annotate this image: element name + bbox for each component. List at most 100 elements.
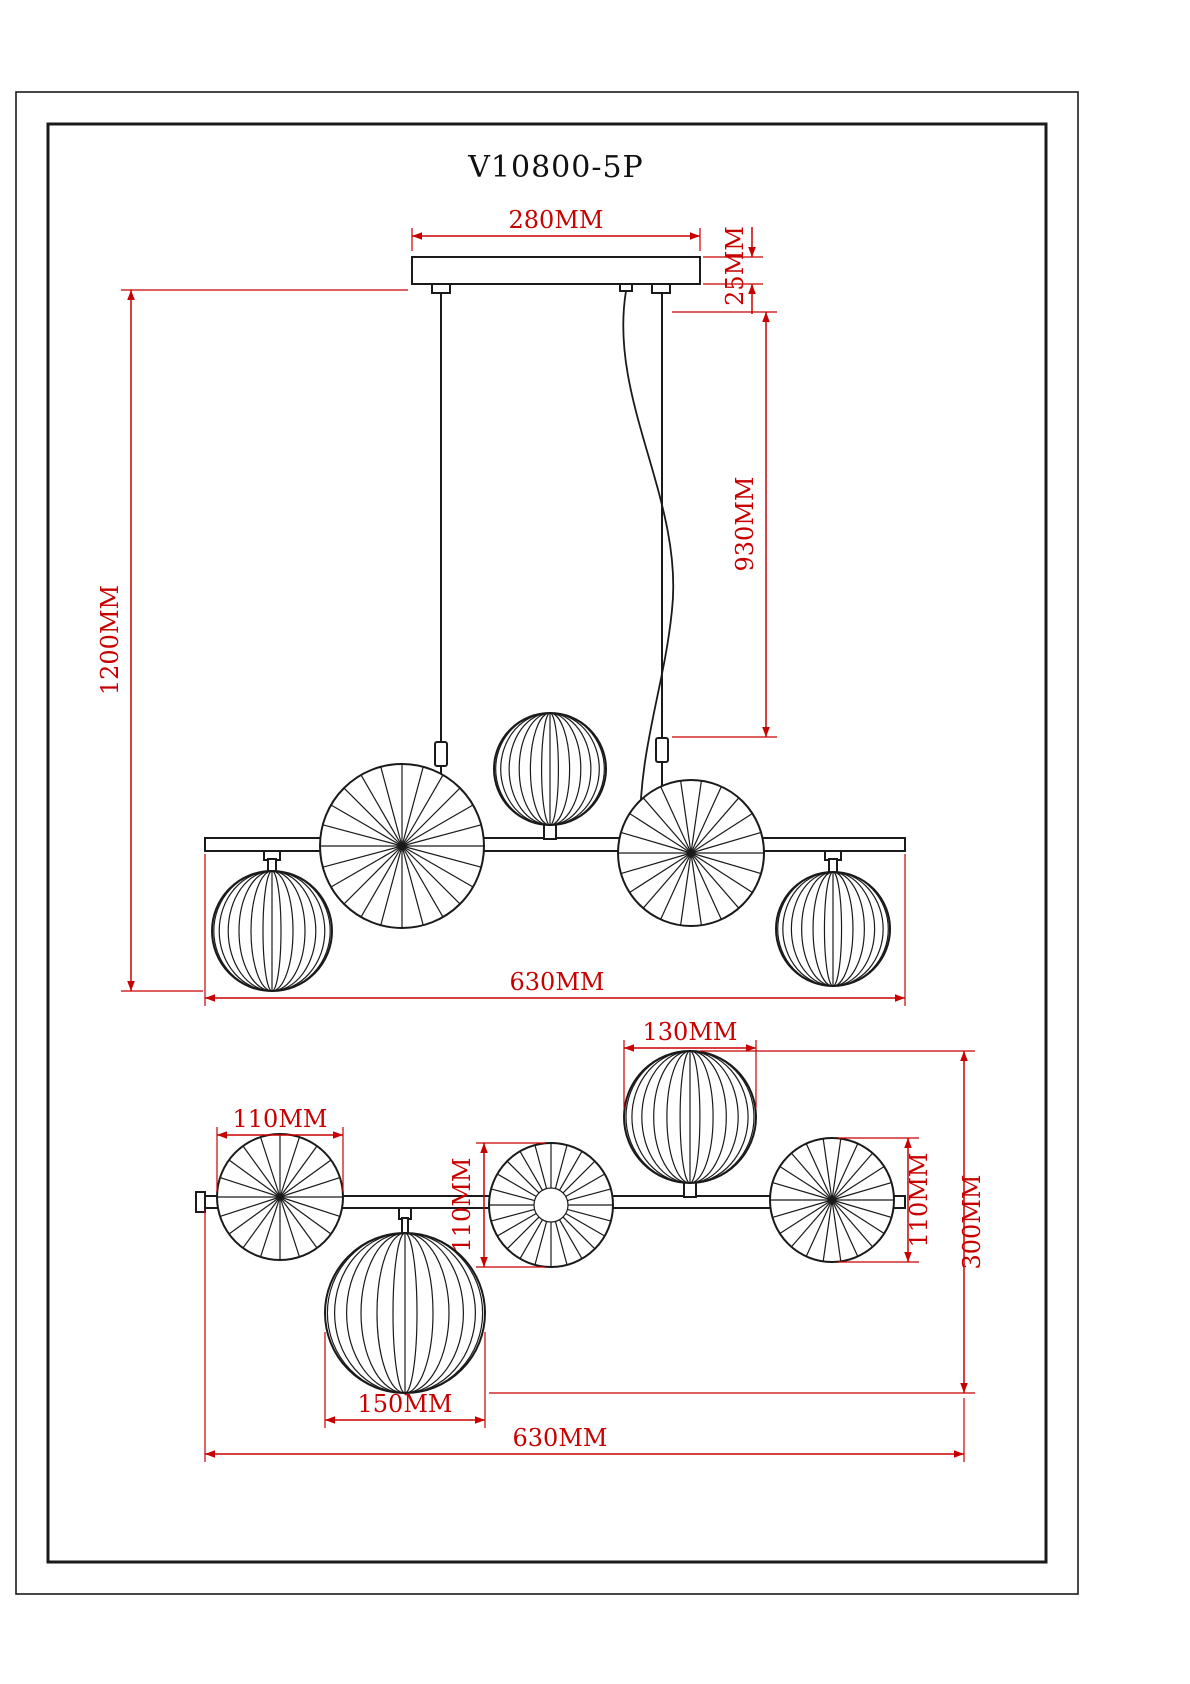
shade-spoke [805, 1199, 833, 1257]
shade-spoke [660, 852, 692, 920]
shade-neck [683, 1181, 697, 1198]
shade-spoke [831, 1143, 859, 1201]
shade-spoke [497, 1212, 537, 1237]
shade-spoke [401, 845, 461, 905]
shade-spoke [620, 852, 692, 875]
shade-spoke [772, 1181, 833, 1201]
shade-spoke [279, 1136, 301, 1198]
cable-gland-right [651, 283, 671, 294]
shade-spoke [490, 1208, 535, 1222]
shade-spoke [565, 1212, 605, 1237]
dimension-center-shade: 110MM [448, 1142, 545, 1268]
frame-inner [46, 122, 1048, 1564]
shade-spoke [519, 1219, 544, 1259]
shade-spoke [228, 1159, 281, 1198]
dimension-label: 110MM [905, 1153, 933, 1248]
shade-neck [828, 858, 838, 874]
cable-adjuster-left [434, 741, 448, 767]
cable-gland-left [431, 283, 451, 294]
shade-spoke [330, 804, 403, 847]
shade-spoke [279, 1196, 341, 1218]
shade-spoke [242, 1196, 281, 1249]
shade-spoke [831, 1199, 874, 1248]
shade-neck [543, 823, 557, 840]
plan-view: 110MM 130MM 110MM 110MM 150M [195, 1018, 986, 1462]
shade-radial-disk-plan-right [769, 1137, 895, 1263]
dimension-label: 150MM [358, 1390, 453, 1418]
shade-spoke [690, 831, 762, 854]
dimension-label: 110MM [233, 1105, 328, 1133]
shade-spoke [380, 845, 403, 926]
shade-ribbed-ball-bottom-left [211, 870, 333, 992]
dimension-bar-width: 630MM [204, 854, 906, 1006]
shade-spoke [506, 1216, 540, 1250]
shade-spoke [831, 1138, 842, 1201]
shade-ribbed-ball-plan-upper [623, 1050, 757, 1184]
shade-radial-disk-left [319, 763, 485, 929]
shade-spoke [831, 1181, 892, 1201]
shade-spoke [558, 1151, 583, 1191]
dimension-label: 130MM [643, 1018, 738, 1046]
dimension-overall-depth: 300MM [489, 1050, 986, 1394]
dimension-label: 25MM [721, 226, 749, 306]
dimension-upper-shade: 130MM [623, 1018, 757, 1108]
shade-neck [401, 1217, 409, 1235]
shade-spoke [519, 1151, 544, 1191]
shade-spoke [831, 1199, 859, 1257]
shade-spoke [360, 845, 403, 918]
shade-spoke [279, 1196, 332, 1235]
shade-spoke [219, 1196, 281, 1218]
dimension-label: 630MM [510, 968, 605, 996]
shade-spoke [558, 1219, 583, 1259]
shade-spoke [779, 1165, 833, 1201]
shade-spoke [219, 1176, 281, 1198]
shade-spoke [506, 1160, 540, 1194]
shade-spoke [790, 1199, 833, 1248]
frame-outer [15, 91, 1079, 1595]
shade-spoke [360, 774, 403, 847]
shade-spoke [343, 845, 403, 905]
shade-spoke [690, 852, 762, 875]
shade-spoke [401, 824, 482, 847]
shade-spoke [401, 766, 424, 847]
shade-spoke [690, 852, 740, 909]
shade-spoke [642, 852, 692, 909]
shade-spoke [822, 1138, 833, 1201]
shade-spoke [690, 813, 753, 854]
dimension-lower-shade: 150MM [324, 1332, 486, 1428]
shade-spoke [401, 774, 444, 847]
dimension-label: 300MM [958, 1175, 986, 1270]
shade-spoke [690, 852, 753, 893]
ceiling-canopy [411, 256, 701, 294]
shade-spoke [680, 780, 692, 854]
shade-spoke [567, 1188, 612, 1202]
shade-spoke [831, 1165, 885, 1201]
shade-spoke [490, 1188, 535, 1202]
power-cord [622, 290, 675, 839]
shade-spoke [690, 786, 722, 854]
shade-spoke [680, 852, 692, 926]
dimension-overall-width: 630MM [204, 1210, 965, 1462]
shade-spoke [831, 1199, 885, 1235]
dimension-label: 280MM [509, 206, 604, 234]
shade-spoke [259, 1136, 281, 1198]
dimension-label: 930MM [731, 477, 759, 572]
shade-spoke [831, 1199, 892, 1219]
elevation-view: 280MM 25MM 930MM 1200MM [96, 206, 906, 1006]
shade-spoke [228, 1196, 281, 1235]
shade-spoke [822, 1199, 833, 1262]
shade-spoke [567, 1208, 612, 1222]
bar-end-cap [195, 1191, 206, 1213]
shade-spoke [642, 797, 692, 854]
cord-outlet [619, 283, 633, 292]
shade-spoke [401, 845, 444, 918]
shade-ribbed-ball-bottom-right [775, 871, 891, 987]
shade-spoke [690, 797, 740, 854]
shade-spoke [279, 1196, 318, 1249]
dimension-canopy-width: 280MM [411, 206, 701, 251]
shade-spoke [629, 852, 692, 893]
drawing-title: V10800-5P [467, 150, 644, 185]
shade-spoke [401, 787, 461, 847]
shade-spoke [790, 1152, 833, 1201]
